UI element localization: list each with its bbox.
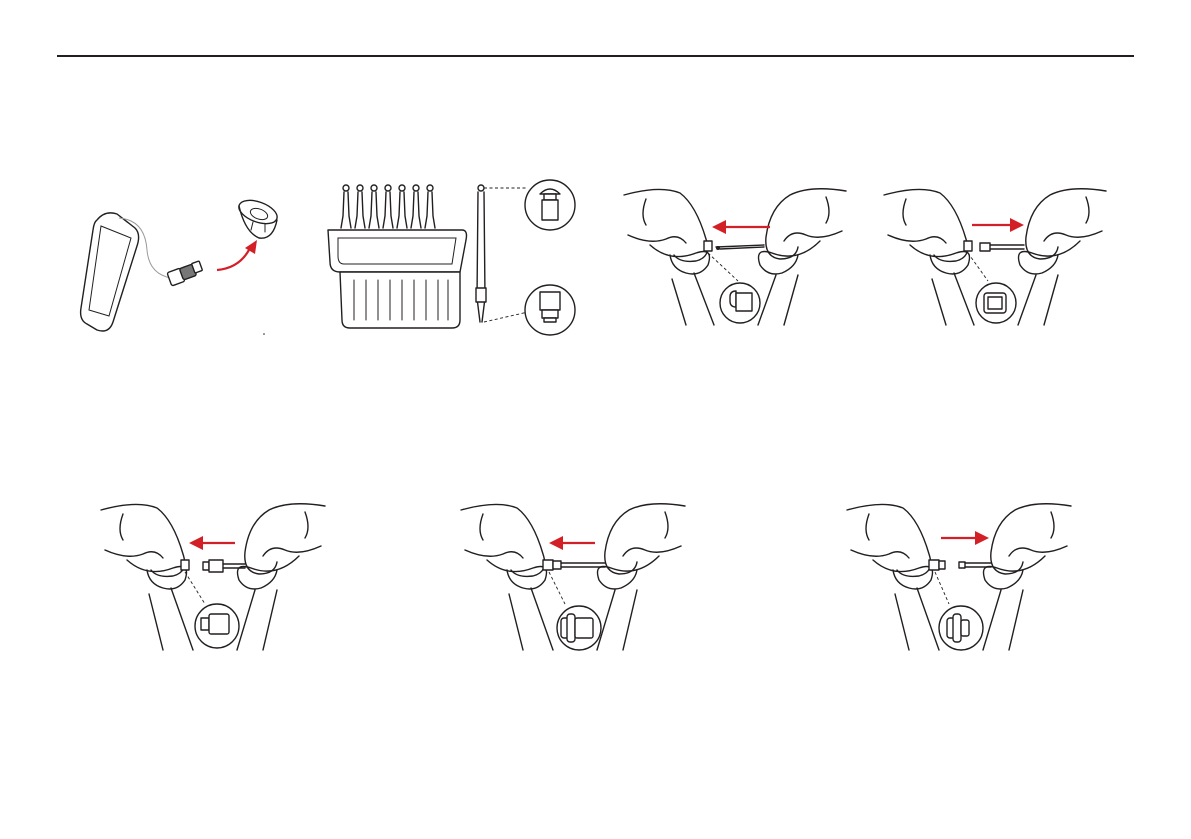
- insert-removal-tool-illustration: [620, 185, 850, 335]
- hearing-aid-dome-removal-illustration: [75, 190, 285, 340]
- wax-filter-tool-illustration: [320, 180, 585, 338]
- pull-out-old-filter-illustration: [880, 185, 1110, 335]
- header-rule: [57, 55, 1134, 57]
- remove-tool-illustration: [843, 500, 1075, 655]
- insert-new-filter-illustration: [97, 500, 329, 655]
- press-filter-in-illustration: [457, 500, 689, 655]
